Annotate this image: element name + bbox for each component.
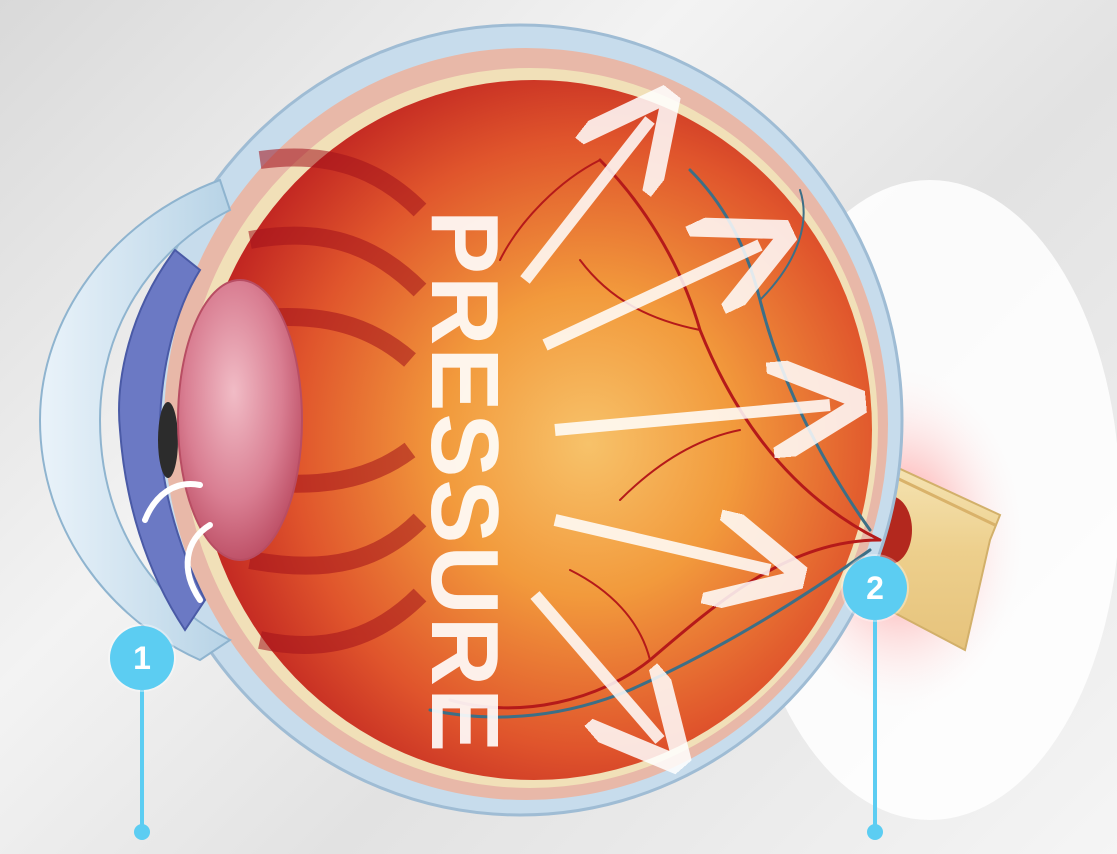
lens [178,280,302,560]
callout-dot-2 [867,824,883,840]
pressure-label: PRESSURE [411,210,518,754]
pupil [158,402,178,478]
callout-line-1 [140,690,144,830]
callout-marker-2[interactable]: 2 [843,556,907,620]
callout-line-2 [873,620,877,830]
callout-dot-1 [134,824,150,840]
callout-marker-1[interactable]: 1 [110,626,174,690]
